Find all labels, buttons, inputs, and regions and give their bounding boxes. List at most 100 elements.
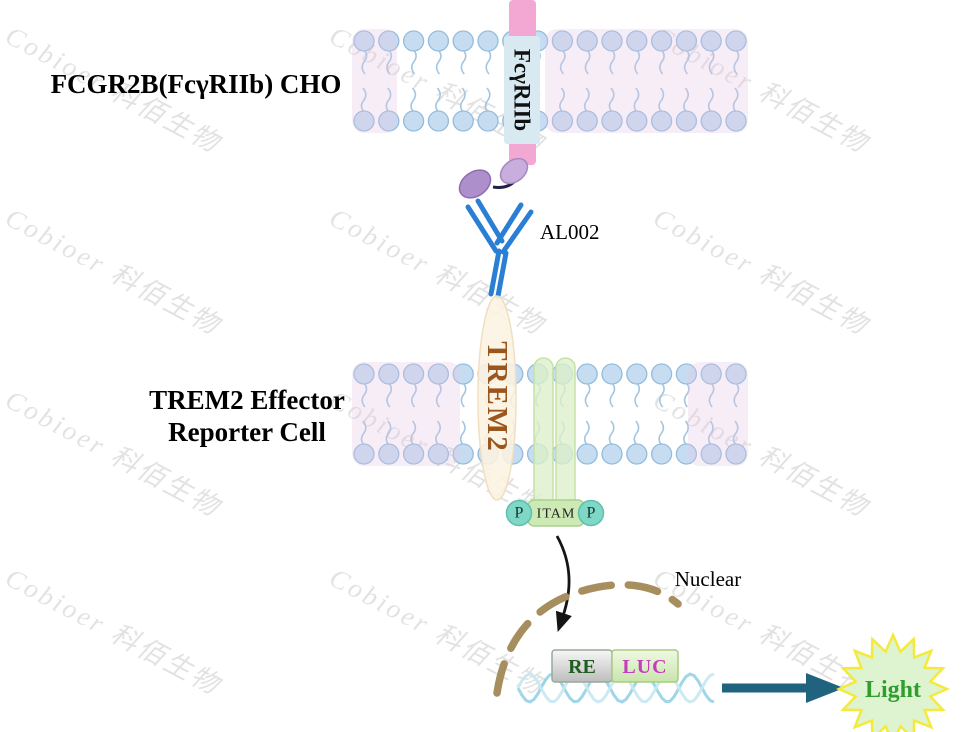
lipid-head <box>675 363 698 385</box>
lipid-tail <box>435 382 442 408</box>
signal-arrow-down <box>555 535 572 632</box>
lipid-head <box>402 443 425 465</box>
lipid-head <box>378 30 400 52</box>
lipid-tail <box>361 49 368 75</box>
lipid-head <box>650 30 673 52</box>
antibody-al002 <box>465 198 534 299</box>
lipid-head <box>353 443 375 465</box>
lipid-head <box>576 443 598 465</box>
lipid-head <box>601 30 623 52</box>
lipid-head <box>626 30 648 52</box>
lipid-tail <box>460 382 467 408</box>
lipid-head <box>402 363 425 385</box>
dna-strand <box>516 672 715 704</box>
lipid-tail <box>485 49 492 75</box>
lipid-tail <box>633 87 640 113</box>
lipid-tail <box>659 382 665 408</box>
lipid-head <box>700 363 722 385</box>
membrane-tint <box>688 362 748 466</box>
lipid-head <box>601 110 623 132</box>
lipid-tail <box>683 87 689 113</box>
fcgr2b-domain-ellipse <box>458 169 492 199</box>
lipid-tail <box>386 49 393 75</box>
lipid-head <box>601 363 623 385</box>
lipid-tail <box>608 420 615 446</box>
lipid-head <box>427 363 450 385</box>
luc-label: LUC <box>622 656 667 678</box>
lipid-tail <box>361 382 368 408</box>
lipid-tail <box>435 49 442 75</box>
fcgr2b-domain-ellipse <box>499 157 529 185</box>
lipid-head <box>576 363 598 385</box>
lipid-tail <box>584 49 591 75</box>
lipid-tail <box>732 87 739 113</box>
lipid-head <box>675 30 698 52</box>
lipid-head <box>353 363 375 385</box>
lipid-tail <box>559 49 566 75</box>
lipid-head <box>427 110 450 132</box>
antibody-stem <box>488 248 502 297</box>
lipid-tail <box>707 87 714 113</box>
lipid-tail <box>732 420 739 446</box>
lipid-tail <box>583 87 590 113</box>
lipid-head <box>626 443 648 465</box>
lipid-tail <box>658 87 665 113</box>
effector-cell-label-line2: Reporter Cell <box>168 417 326 447</box>
lipid-head <box>700 30 722 52</box>
lipid-tail <box>708 382 715 408</box>
lipid-tail <box>707 420 714 446</box>
antibody-arm <box>465 204 499 254</box>
lipid-tail <box>410 87 417 113</box>
lipid-head <box>402 30 425 52</box>
lipid-head <box>650 110 673 132</box>
dap12-helix <box>555 357 576 511</box>
lipid-tail <box>360 420 367 446</box>
cho-cell-label: FCGR2B(FcγRIIb) CHO <box>51 69 342 99</box>
lipid-tail <box>683 49 690 75</box>
lipid-head <box>452 363 474 385</box>
phospho-circle-left <box>505 499 533 527</box>
lipid-head <box>700 110 722 132</box>
effector-cell-label-line1: TREM2 Effector <box>149 385 345 415</box>
light-starburst <box>835 631 951 732</box>
lipid-head <box>725 110 747 132</box>
lipid-tail <box>459 420 466 446</box>
luc-box <box>611 649 679 683</box>
lipid-head <box>452 30 474 52</box>
lipid-head <box>452 110 474 132</box>
antibody-arm <box>494 202 524 246</box>
lipid-tail <box>658 420 665 446</box>
lipid-tail <box>609 49 616 75</box>
lipid-head <box>378 110 400 132</box>
lipid-head <box>353 110 375 132</box>
lipid-head <box>725 30 747 52</box>
antibody-stem <box>495 250 509 299</box>
lipid-head <box>725 443 747 465</box>
nuclear-envelope-arc <box>493 581 682 697</box>
lipid-tail <box>385 87 392 113</box>
antibody-arm <box>500 209 534 255</box>
dap12-helix <box>533 357 554 511</box>
lipid-head <box>353 30 375 52</box>
lipid-tail <box>385 420 392 446</box>
itam-label: ITAM <box>537 507 576 522</box>
lipid-head <box>427 443 450 465</box>
lipid-tail <box>583 420 590 446</box>
lipid-tail <box>360 87 367 113</box>
lipid-tail <box>608 87 615 113</box>
lipid-head <box>700 443 722 465</box>
membrane-tint <box>545 29 748 133</box>
lipid-head <box>378 443 400 465</box>
nuclear-label: Nuclear <box>675 567 741 591</box>
lipid-head <box>402 110 425 132</box>
trem2-receptor-label: TREM2 <box>481 341 513 453</box>
lipid-tail <box>411 382 417 408</box>
lipid-tail <box>634 382 641 408</box>
lipid-head <box>551 30 574 52</box>
lipid-head <box>427 30 450 52</box>
lipid-tail <box>683 382 690 408</box>
lipid-head <box>675 110 698 132</box>
light-burst <box>835 631 951 732</box>
